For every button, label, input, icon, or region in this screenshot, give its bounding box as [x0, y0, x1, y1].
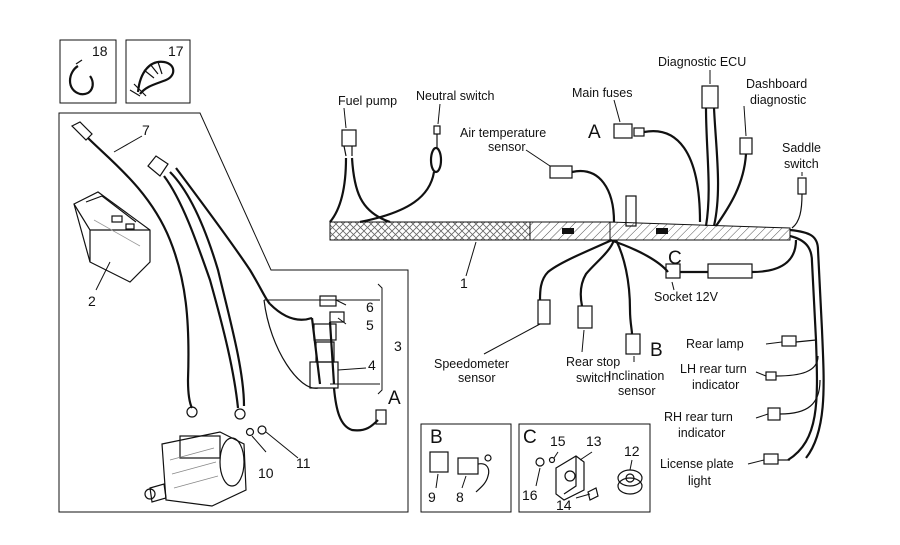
socket-12v [609, 238, 798, 279]
label-diagnostic-ecu: Diagnostic ECU [658, 55, 746, 69]
battery-starter-panel [58, 112, 409, 513]
air-temperature-sensor [549, 165, 616, 223]
part-number-6: 6 [366, 299, 374, 315]
label-dash-diag-1: Dashboard [746, 77, 807, 91]
label-main-fuses: Main fuses [572, 86, 632, 100]
relay-harness [263, 295, 387, 432]
part-number-5: 5 [366, 317, 374, 333]
part-number-15: 15 [550, 433, 566, 449]
part-number-18: 18 [92, 43, 108, 59]
part-number-13: 13 [586, 433, 602, 449]
part-number-9: 9 [428, 489, 436, 505]
part-number-12: 12 [624, 443, 640, 459]
saddle-switch-connector [791, 177, 807, 229]
part-number-3: 3 [394, 338, 402, 354]
part-number-16: 16 [522, 487, 538, 503]
label-lh-turn-2: indicator [692, 378, 739, 392]
rear-harness [763, 228, 825, 465]
label-saddle-1: Saddle [782, 141, 821, 155]
fuel-pump-connector [329, 129, 391, 224]
part-number-1: 1 [460, 275, 468, 291]
label-lh-turn-1: LH rear turn [680, 362, 747, 376]
detail-letter-c-harness: C [668, 248, 682, 269]
detail-letter-a-lower: A [388, 388, 401, 409]
battery [73, 191, 151, 283]
clamp-box-18: 18 [59, 39, 117, 104]
label-rear-lamp: Rear lamp [686, 337, 744, 351]
label-air-temp-2: sensor [488, 140, 526, 154]
label-rh-turn-1: RH rear turn [664, 410, 733, 424]
label-air-temp-1: Air temperature [460, 126, 546, 140]
label-inclination-2: sensor [618, 384, 656, 398]
label-rh-turn-2: indicator [678, 426, 725, 440]
label-fuel-pump: Fuel pump [338, 94, 397, 108]
part-number-2: 2 [88, 293, 96, 309]
label-saddle-2: switch [784, 157, 819, 171]
part-number-7: 7 [142, 122, 150, 138]
label-speedo-1: Speedometer [434, 357, 509, 371]
detail-letter-b-harness: B [650, 340, 663, 361]
label-dash-diag-2: diagnostic [750, 93, 806, 107]
main-harness-sheath [329, 195, 791, 241]
detail-box-b [420, 423, 512, 513]
neutral-switch-connector [359, 125, 443, 224]
detail-letter-a-upper: A [588, 122, 601, 143]
starter-motor [144, 431, 247, 507]
part-number-10: 10 [258, 465, 274, 481]
battery-cable [70, 121, 198, 418]
lower-branches [537, 238, 641, 355]
label-rear-stop-1: Rear stop [566, 355, 620, 369]
label-neutral-switch: Neutral switch [416, 89, 495, 103]
detail-box-c [518, 423, 651, 513]
part-number-14: 14 [556, 497, 572, 513]
detail-letter-c-box: C [523, 427, 537, 448]
label-socket-12v: Socket 12V [654, 290, 719, 304]
detail-letter-b-box: B [430, 427, 443, 448]
part-number-17: 17 [168, 43, 184, 59]
diagnostic-ecu-connector [701, 85, 720, 227]
label-rear-stop-2: switch [576, 371, 611, 385]
starter-cable [147, 155, 271, 420]
label-inclination-1: Inclination [608, 369, 664, 383]
label-speedo-2: sensor [458, 371, 496, 385]
part-number-4: 4 [368, 357, 376, 373]
label-license-1: License plate [660, 457, 734, 471]
part-number-8: 8 [456, 489, 464, 505]
main-fuses-connector [613, 123, 702, 223]
part-number-11: 11 [296, 455, 311, 471]
label-license-2: light [688, 474, 711, 488]
dashboard-diagnostic-connector [715, 137, 753, 227]
clamp-box-17: 17 [125, 39, 191, 104]
